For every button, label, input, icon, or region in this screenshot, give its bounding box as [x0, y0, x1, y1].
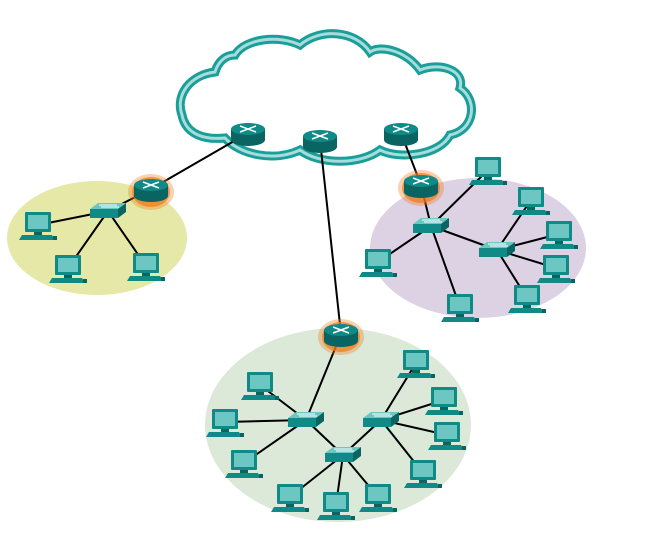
pc-icon[interactable] — [359, 484, 397, 512]
pc-icon[interactable] — [19, 212, 57, 240]
pc-icon[interactable] — [49, 255, 87, 283]
router-icon[interactable] — [384, 123, 418, 146]
switch-icon[interactable] — [479, 242, 515, 257]
link-sr1-pr4 — [430, 225, 461, 308]
router-icon[interactable] — [303, 130, 337, 153]
pc-icon[interactable] — [512, 187, 550, 215]
router-icon[interactable] — [231, 123, 265, 146]
pc-icon[interactable] — [127, 253, 165, 281]
pc-icon[interactable] — [469, 157, 507, 185]
pc-icon[interactable] — [540, 221, 578, 249]
router-icon[interactable] — [318, 319, 364, 355]
pc-icon[interactable] — [428, 422, 466, 450]
pc-icon[interactable] — [206, 409, 244, 437]
cloud-highlight — [178, 32, 473, 163]
switch-icon[interactable] — [90, 203, 126, 218]
link-cr2-rb — [319, 139, 342, 335]
pc-icon[interactable] — [241, 372, 279, 400]
switch-icon[interactable] — [288, 412, 324, 427]
pc-icon[interactable] — [441, 294, 479, 322]
pc-icon[interactable] — [225, 450, 263, 478]
devices — [19, 123, 578, 520]
pc-icon[interactable] — [317, 492, 355, 520]
link-sr1-pr1 — [430, 169, 489, 227]
pc-icon[interactable] — [397, 350, 435, 378]
pc-icon[interactable] — [425, 387, 463, 415]
router-icon[interactable] — [128, 174, 174, 210]
link-cr1-rl — [150, 132, 249, 190]
pc-icon[interactable] — [508, 285, 546, 313]
switch-icon[interactable] — [325, 447, 361, 462]
link-sb2-pb7 — [380, 362, 417, 421]
link-sr2-pr2 — [496, 199, 532, 251]
switch-icon[interactable] — [413, 218, 449, 233]
pc-icon[interactable] — [359, 249, 397, 277]
pc-icon[interactable] — [404, 460, 442, 488]
router-icon[interactable] — [398, 170, 444, 206]
pc-icon[interactable] — [537, 255, 575, 283]
switch-icon[interactable] — [363, 412, 399, 427]
pc-icon[interactable] — [271, 484, 309, 512]
